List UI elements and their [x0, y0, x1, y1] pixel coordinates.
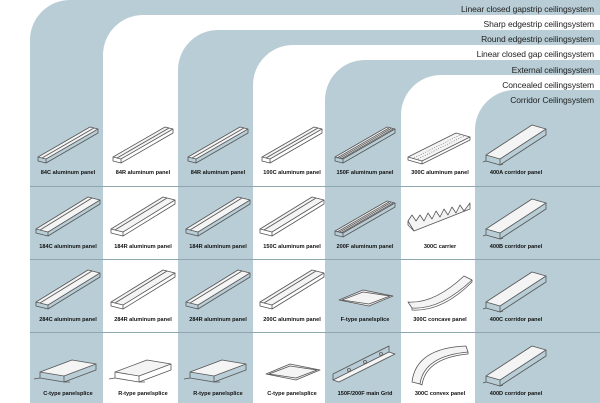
product-card[interactable]: 150F aluminum panel	[329, 117, 401, 179]
channel-panel-icon	[112, 126, 174, 164]
product-label: 284C aluminum panel	[39, 317, 97, 323]
product-card[interactable]: 400D corridor panel	[480, 338, 552, 400]
product-label: 184R aluminum panel	[189, 244, 247, 250]
product-label: 150F aluminum panel	[336, 170, 394, 176]
product-card[interactable]: 300C carrier	[404, 191, 476, 253]
splice-icon	[108, 359, 172, 383]
product-label: 84R aluminum panel	[190, 170, 246, 176]
product-label: 100C aluminum panel	[263, 170, 321, 176]
row-divider	[30, 332, 600, 333]
wide-panel-icon	[35, 269, 101, 310]
product-card[interactable]: 300C aluminum panel	[404, 117, 476, 179]
product-label: F-type panelsplice	[340, 317, 390, 323]
product-card[interactable]: 150C aluminum panel	[256, 191, 328, 253]
wide-panel-icon	[259, 269, 325, 310]
product-label: 200C aluminum panel	[263, 317, 321, 323]
ribbed-panel-icon	[334, 200, 396, 238]
channel-panel-icon	[187, 126, 249, 164]
product-card[interactable]: 300C convex panel	[404, 338, 476, 400]
splice-icon	[183, 359, 247, 383]
product-label: 184R aluminum panel	[114, 244, 172, 250]
product-card[interactable]: 84C aluminum panel	[32, 117, 104, 179]
product-label: 150C aluminum panel	[263, 244, 321, 250]
product-card[interactable]: 284R aluminum panel	[107, 264, 179, 326]
product-card[interactable]: 84R aluminum panel	[107, 117, 179, 179]
product-label: 400A corridor panel	[489, 170, 543, 176]
product-card[interactable]: C-type panelsplice	[32, 338, 104, 400]
product-card[interactable]: 400B corridor panel	[480, 191, 552, 253]
splice-icon	[33, 359, 97, 383]
concave-panel-icon	[407, 275, 473, 311]
product-card[interactable]: 400A corridor panel	[480, 117, 552, 179]
product-card[interactable]: R-type panelsplice	[182, 338, 254, 400]
product-card[interactable]: 200C aluminum panel	[256, 264, 328, 326]
product-label: 300C convex panel	[414, 391, 466, 397]
corridor-panel-icon	[482, 198, 547, 240]
product-label: 300C concave panel	[413, 317, 467, 323]
product-card[interactable]: F-type panelsplice	[329, 264, 401, 326]
wide-panel-icon	[185, 196, 251, 237]
wide-panel-icon	[185, 269, 251, 310]
wide-panel-icon	[35, 196, 101, 237]
wide-panel-icon	[110, 269, 176, 310]
ribbed-panel-icon	[334, 126, 396, 164]
product-card[interactable]: 284C aluminum panel	[32, 264, 104, 326]
product-card[interactable]: 284R aluminum panel	[182, 264, 254, 326]
product-card[interactable]: 84R aluminum panel	[182, 117, 254, 179]
system-title[interactable]: Linear closed gapstrip ceilingsystem	[461, 4, 594, 14]
product-card[interactable]: 150F/200F main Grid	[329, 338, 401, 400]
product-card[interactable]: 400C corridor panel	[480, 264, 552, 326]
product-label: R-type panelsplice	[118, 391, 168, 397]
product-card[interactable]: 200F aluminum panel	[329, 191, 401, 253]
system-title[interactable]: Sharp edgestrip ceilingsystem	[483, 19, 595, 29]
product-card[interactable]: 184C aluminum panel	[32, 191, 104, 253]
product-label: 200F aluminum panel	[336, 244, 394, 250]
system-title[interactable]: Corridor Ceilingsystem	[510, 95, 594, 105]
row-divider	[30, 259, 600, 260]
system-title[interactable]: Linear closed gap ceilingsystem	[476, 49, 594, 59]
product-card[interactable]: C-type panelsplice	[256, 338, 328, 400]
product-card[interactable]: 184R aluminum panel	[182, 191, 254, 253]
product-label: 150F/200F main Grid	[337, 391, 393, 397]
product-label: C-type panelsplice	[43, 391, 93, 397]
system-title[interactable]: Concealed ceilingsystem	[502, 80, 594, 90]
wide-panel-icon	[110, 196, 176, 237]
channel-panel-icon	[261, 126, 323, 164]
system-title[interactable]: Round edgestrip ceilingsystem	[481, 34, 594, 44]
product-label: R-type panelsplice	[193, 391, 243, 397]
product-label: 84C aluminum panel	[40, 170, 96, 176]
product-label: 300C aluminum panel	[411, 170, 469, 176]
row-divider	[30, 186, 600, 187]
product-card[interactable]: R-type panelsplice	[107, 338, 179, 400]
perforated-panel-icon	[407, 132, 471, 165]
carrier-icon	[407, 202, 471, 232]
product-label: 300C carrier	[423, 244, 457, 250]
corridor-panel-icon	[482, 345, 547, 387]
flat-splice-icon	[338, 289, 394, 307]
product-label: 400C corridor panel	[489, 317, 543, 323]
product-label: 400D corridor panel	[489, 391, 543, 397]
wide-panel-icon	[259, 196, 325, 237]
product-card[interactable]: 100C aluminum panel	[256, 117, 328, 179]
product-label: 184C aluminum panel	[39, 244, 97, 250]
product-label: 284R aluminum panel	[189, 317, 247, 323]
product-label: C-type panelsplice	[267, 391, 317, 397]
product-card[interactable]: 184R aluminum panel	[107, 191, 179, 253]
corridor-panel-icon	[482, 271, 547, 313]
system-title[interactable]: External ceilingsystem	[511, 65, 594, 75]
product-label: 84R aluminum panel	[115, 170, 171, 176]
convex-panel-icon	[411, 345, 469, 386]
product-card[interactable]: 300C concave panel	[404, 264, 476, 326]
product-label: 284R aluminum panel	[114, 317, 172, 323]
corridor-panel-icon	[482, 124, 547, 166]
flat-splice-icon	[265, 363, 321, 381]
channel-panel-icon	[37, 126, 99, 164]
main-grid-icon	[332, 345, 396, 383]
product-label: 400B corridor panel	[489, 244, 543, 250]
